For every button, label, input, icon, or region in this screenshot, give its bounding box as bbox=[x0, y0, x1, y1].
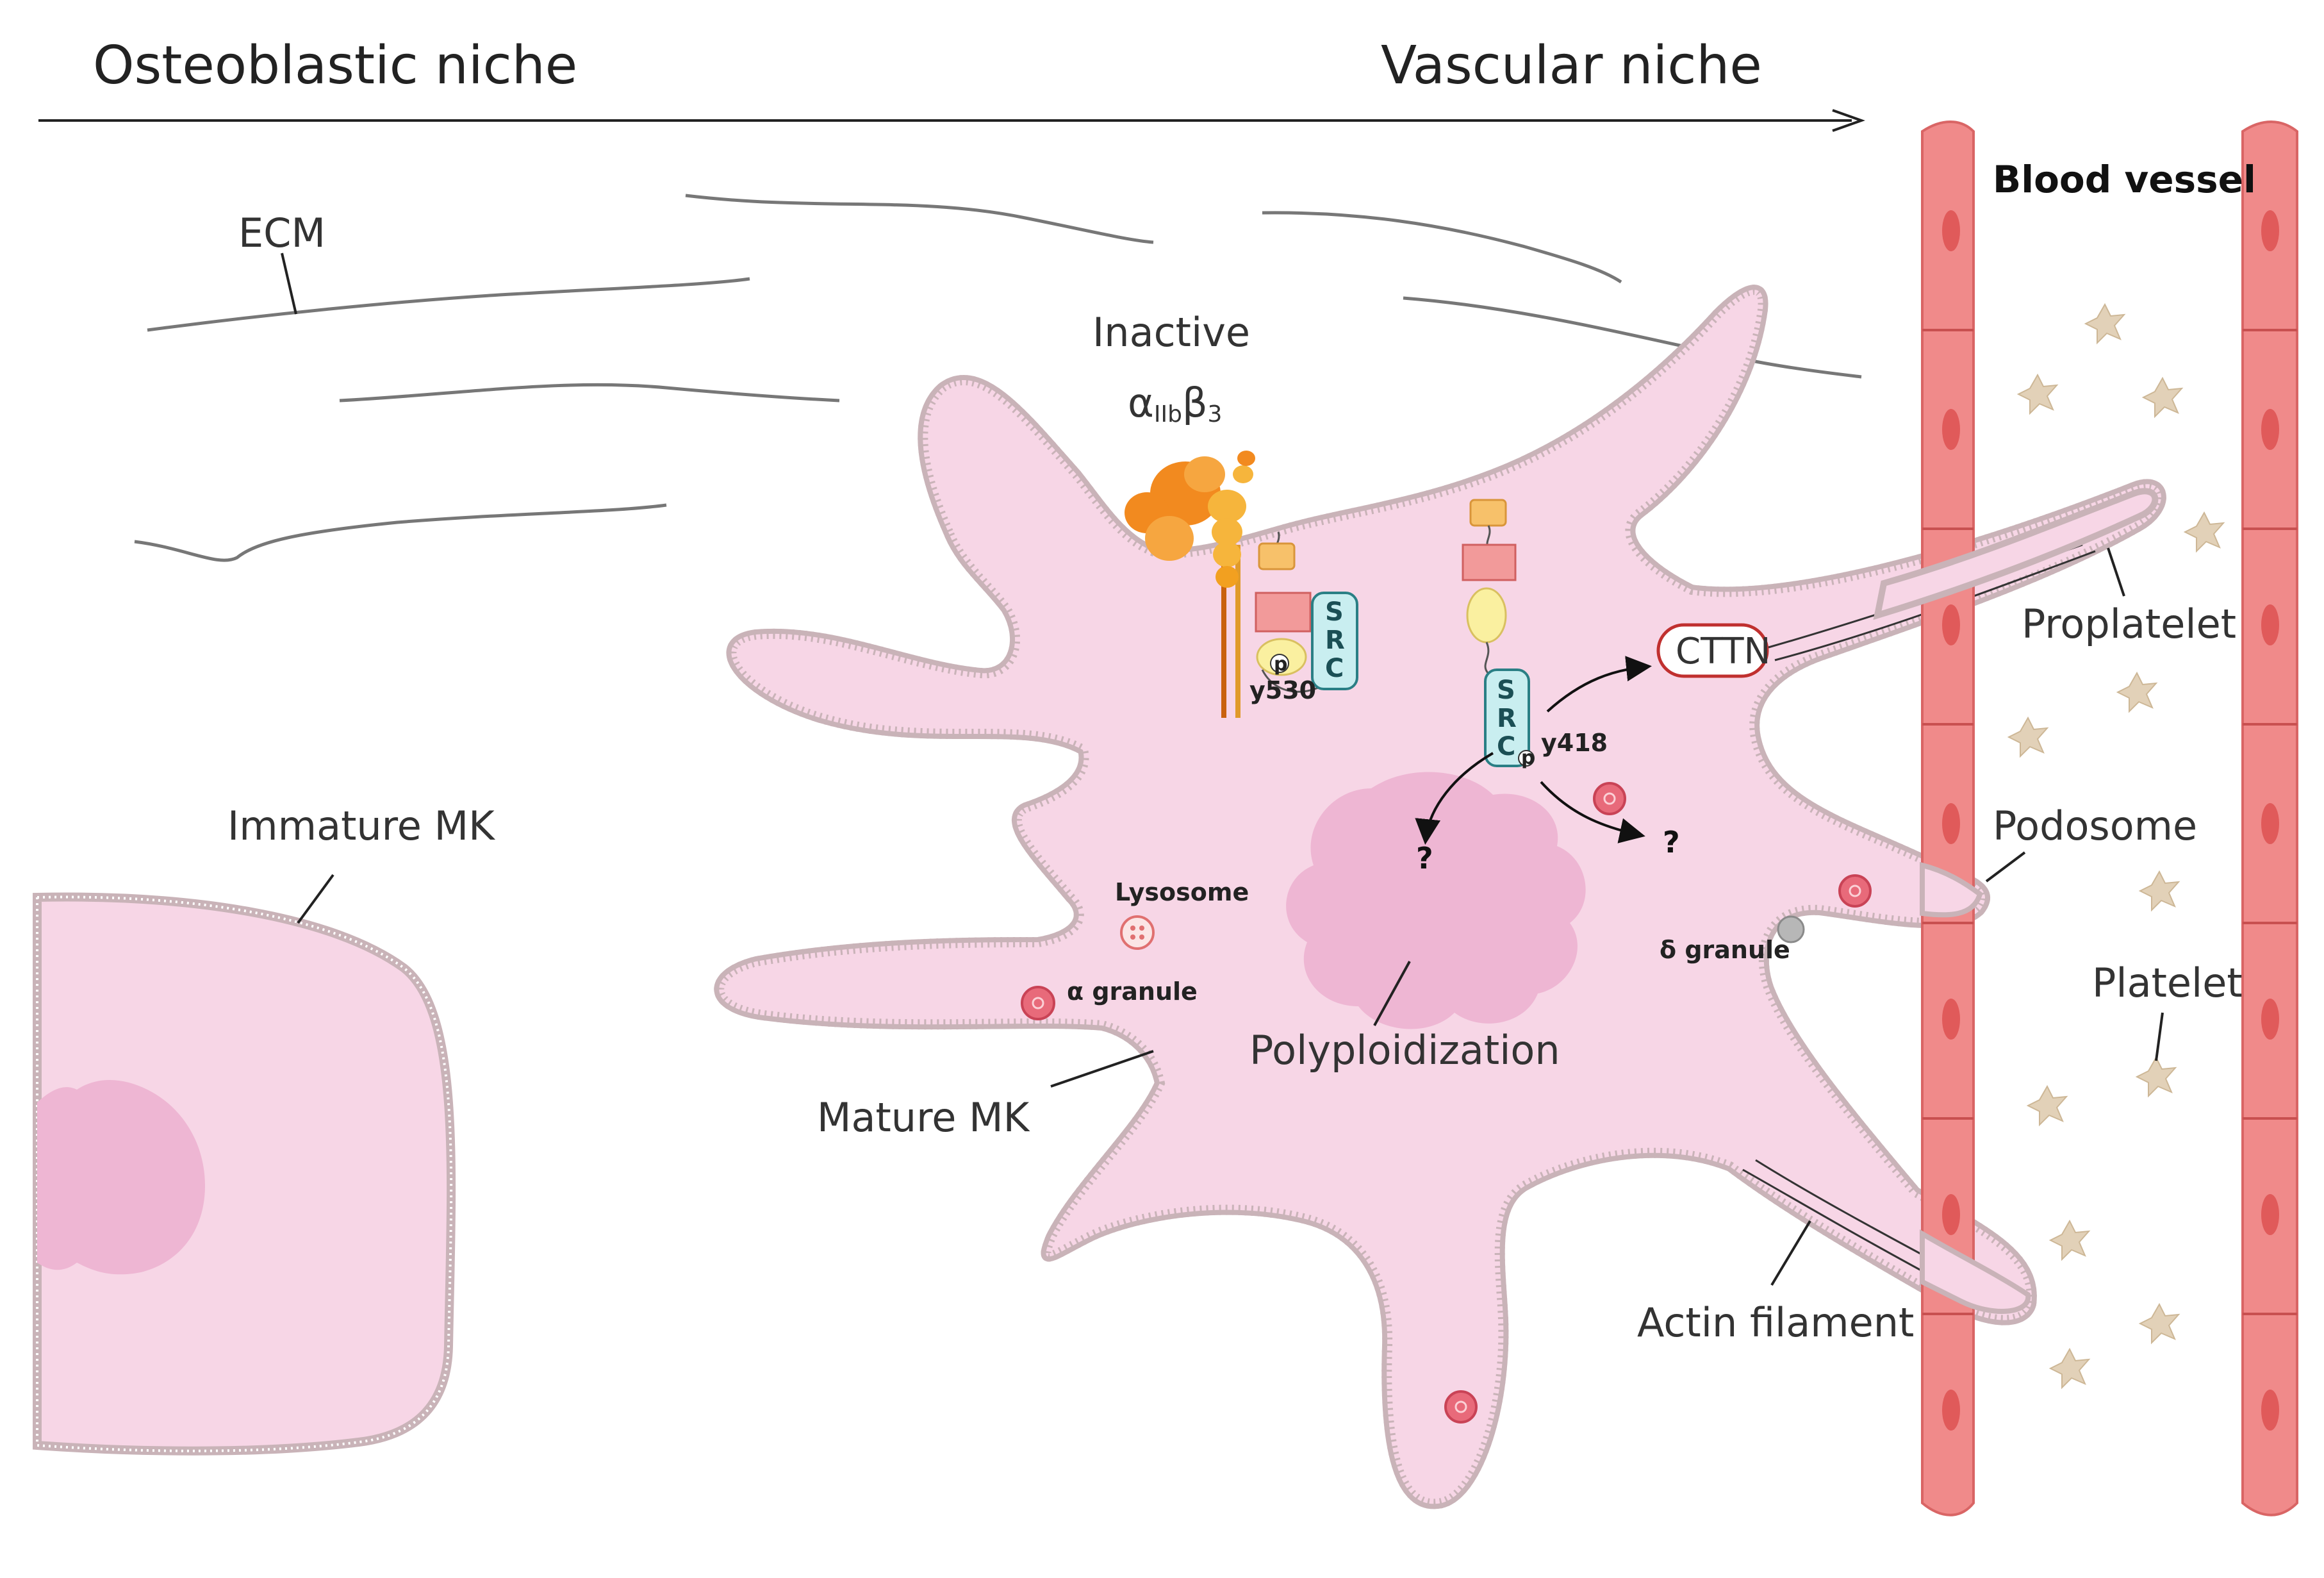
polyploidization-label: Polyploidization bbox=[1249, 1027, 1560, 1074]
integrin-alpha-iib-beta3-icon bbox=[1125, 451, 1255, 718]
platelet-icon-4 bbox=[2184, 512, 2224, 552]
blood-vessel-left-wall bbox=[1921, 120, 1975, 1516]
platelet-icon-6 bbox=[2008, 717, 2048, 757]
platelet-icon-9 bbox=[2027, 1086, 2067, 1125]
blood-vessel-right-wall bbox=[2241, 120, 2298, 1516]
polyploid-nucleus bbox=[1286, 772, 1586, 1029]
immature-mk-cell bbox=[33, 892, 456, 1456]
y418-label: y418 bbox=[1541, 729, 1608, 757]
platelet-icon-5 bbox=[2117, 672, 2157, 712]
src-inactive-s: S bbox=[1325, 597, 1344, 627]
integrin-label: αIIbβ3 bbox=[1128, 379, 1222, 428]
phospho-y418-p: p bbox=[1521, 747, 1535, 769]
lysosome-icon bbox=[1120, 915, 1155, 950]
delta-granule-icon bbox=[1777, 915, 1805, 943]
src-active-c: C bbox=[1497, 732, 1515, 761]
cttn-label: CTTN bbox=[1676, 631, 1770, 672]
src-inactive-r: R bbox=[1325, 626, 1345, 655]
alpha-granule-icon bbox=[1021, 986, 1055, 1020]
polyploidization-leader bbox=[1373, 961, 1411, 1026]
alpha-granule-label: α granule bbox=[1067, 977, 1198, 1006]
src-inactive-c: C bbox=[1325, 654, 1344, 683]
podosome-tip bbox=[1920, 861, 1983, 918]
alpha-granule-icon-2 bbox=[1593, 782, 1626, 815]
platelet-icon-8 bbox=[2136, 1057, 2176, 1097]
lower-arm-tip bbox=[1920, 1229, 2031, 1314]
src-active-s: S bbox=[1497, 676, 1515, 705]
question-mark-nucleus: ? bbox=[1416, 841, 1433, 876]
src-to-unknown-arrow bbox=[1540, 781, 1645, 843]
osteoblastic-niche-label: Osteoblastic niche bbox=[93, 35, 577, 96]
platelet-icon-1 bbox=[2085, 304, 2125, 344]
podosome-leader bbox=[1985, 851, 2026, 883]
alpha-granule-icon-3 bbox=[1838, 874, 1872, 908]
platelet-icon-12 bbox=[2050, 1349, 2089, 1388]
cttn-badge bbox=[1656, 623, 1769, 678]
actin-filament-label: Actin filament bbox=[1637, 1299, 1914, 1346]
proplatelet-extension bbox=[1873, 488, 2159, 620]
src-active-r: R bbox=[1497, 704, 1517, 733]
platelet-icon-7 bbox=[2139, 871, 2179, 911]
immature-mk-nucleus bbox=[37, 1080, 205, 1275]
src-active-complex bbox=[1462, 499, 1530, 767]
phospho-y530-icon bbox=[1270, 654, 1289, 673]
delta-granule-label: δ granule bbox=[1660, 936, 1790, 964]
src-to-cttn-arrow bbox=[1546, 656, 1652, 713]
mature-mk-leader bbox=[1050, 1050, 1154, 1088]
inactive-label: Inactive bbox=[1092, 309, 1250, 356]
blood-vessel-label: Blood vessel bbox=[1993, 158, 2256, 201]
actin-filament-leader bbox=[1770, 1220, 1811, 1286]
platelet-leader bbox=[2155, 1012, 2164, 1061]
ecm-label: ECM bbox=[238, 210, 326, 256]
question-mark-right: ? bbox=[1663, 825, 1680, 860]
ecm-leader-line bbox=[281, 253, 297, 315]
platelet-label: Platelet bbox=[2092, 959, 2243, 1006]
lysosome-label: Lysosome bbox=[1115, 878, 1249, 906]
phospho-y530-p: p bbox=[1274, 653, 1287, 676]
immature-mk-leader bbox=[297, 874, 334, 924]
y530-label: y530 bbox=[1249, 676, 1316, 704]
phospho-y418-icon bbox=[1518, 750, 1535, 767]
src-inactive-complex bbox=[1255, 531, 1358, 693]
platelet-icon-10 bbox=[2050, 1220, 2089, 1260]
immature-mk-label: Immature MK bbox=[227, 802, 495, 849]
podosome-label: Podosome bbox=[1993, 802, 2197, 849]
niche-axis-arrowhead bbox=[1832, 109, 1865, 132]
proplatelet-leader bbox=[2107, 547, 2125, 597]
platelet-icon-3 bbox=[2143, 378, 2182, 417]
platelet-icon-2 bbox=[2018, 374, 2057, 414]
vascular-niche-label: Vascular niche bbox=[1381, 35, 1762, 96]
platelet-icon-11 bbox=[2139, 1304, 2179, 1343]
proplatelet-label: Proplatelet bbox=[2022, 601, 2236, 647]
mature-mk-label: Mature MK bbox=[817, 1094, 1030, 1141]
src-to-nucleus-arrow bbox=[1415, 752, 1494, 845]
alpha-granule-icon-4 bbox=[1444, 1390, 1478, 1424]
